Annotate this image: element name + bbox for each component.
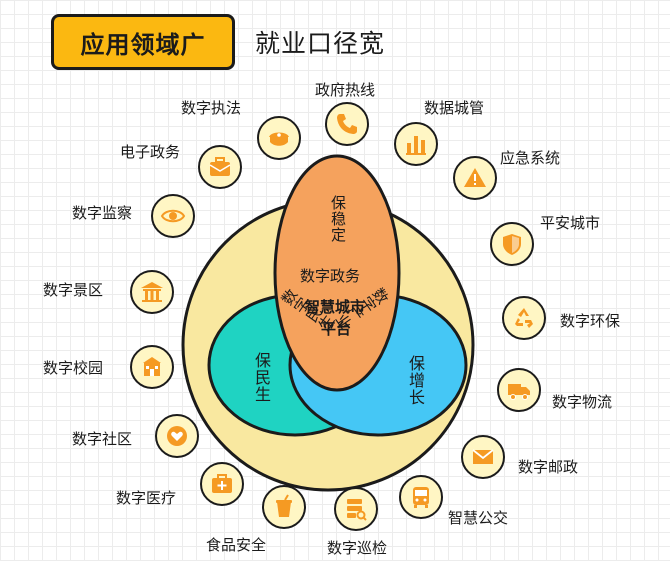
top-label: 保稳定	[329, 195, 347, 243]
left-label: 保民生	[252, 352, 271, 403]
app-label-logistics: 数字物流	[552, 393, 613, 411]
app-label-supervision: 数字监察	[72, 204, 133, 222]
mail-icon	[461, 435, 505, 479]
app-label-emergency: 应急系统	[500, 149, 561, 167]
bar-chart-icon	[394, 122, 438, 166]
briefcase-icon	[198, 145, 242, 189]
police-cap-icon	[257, 116, 301, 160]
subtitle: 就业口径宽	[255, 29, 386, 58]
truck-icon	[497, 368, 541, 412]
recycle-icon	[502, 296, 546, 340]
eye-icon	[151, 194, 195, 238]
app-label-bus: 智慧公交	[448, 509, 509, 527]
heart-chat-icon	[155, 414, 199, 458]
shield-icon	[490, 222, 534, 266]
warning-icon	[453, 156, 497, 200]
app-label-postal: 数字邮政	[518, 458, 579, 476]
app-label-community: 数字社区	[72, 430, 133, 448]
app-label-inspection: 数字巡检	[327, 539, 388, 557]
center-line2: 平台	[321, 320, 352, 338]
app-label-city-data: 数据城管	[424, 99, 485, 117]
app-label-law-enforcement: 数字执法	[181, 99, 242, 117]
right-label: 保增长	[406, 355, 425, 406]
temple-icon	[130, 270, 174, 314]
app-label-food-safety: 食品安全	[206, 536, 267, 554]
app-label-environment: 数字环保	[560, 312, 621, 330]
app-label-safe-city: 平安城市	[540, 214, 601, 232]
bus-icon	[399, 475, 443, 519]
highlight-title: 应用领域广	[51, 14, 235, 70]
center-line1: 智慧城市	[305, 298, 366, 316]
app-label-medical: 数字医疗	[116, 489, 177, 507]
app-label-campus: 数字校园	[43, 359, 104, 377]
top-ellipse	[273, 154, 401, 392]
top-inner-label: 数字政务	[300, 267, 361, 285]
inspection-icon	[334, 487, 378, 531]
school-icon	[130, 345, 174, 389]
app-label-e-government: 电子政务	[120, 143, 181, 161]
phone-icon	[325, 102, 369, 146]
drink-icon	[262, 485, 306, 529]
app-label-scenic: 数字景区	[43, 281, 104, 299]
app-label-hotline: 政府热线	[315, 81, 376, 99]
medical-kit-icon	[200, 462, 244, 506]
